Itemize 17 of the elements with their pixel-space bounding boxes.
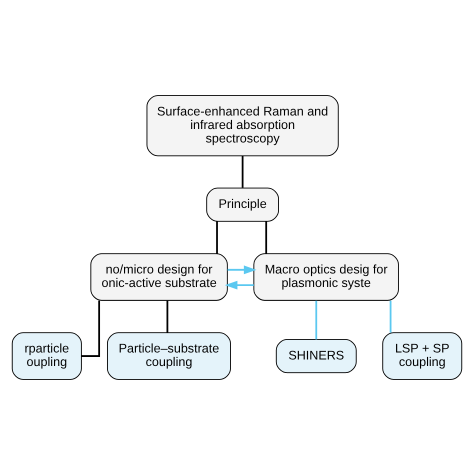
node-box: no/micro design for onic-active substrate — [90, 252, 228, 300]
arrow — [224, 280, 254, 290]
connector — [81, 300, 100, 356]
connector — [166, 300, 168, 332]
connector — [390, 300, 392, 332]
connector — [315, 300, 318, 339]
node-box: Surface-enhanced Raman and infrared absorption spectroscopy — [146, 94, 339, 156]
node-box: Principle — [206, 187, 279, 222]
node-box: Macro optics desig for plasmonic syste — [253, 252, 399, 300]
node-box: Particle–substrate coupling — [107, 332, 231, 380]
connector — [265, 220, 268, 253]
connector — [242, 155, 244, 188]
node-box: LSP + SP coupling — [382, 332, 462, 380]
node-box: SHINERS — [276, 338, 357, 373]
connector — [216, 220, 218, 253]
arrow — [228, 264, 256, 274]
node-box: rparticle oupling — [12, 332, 82, 380]
